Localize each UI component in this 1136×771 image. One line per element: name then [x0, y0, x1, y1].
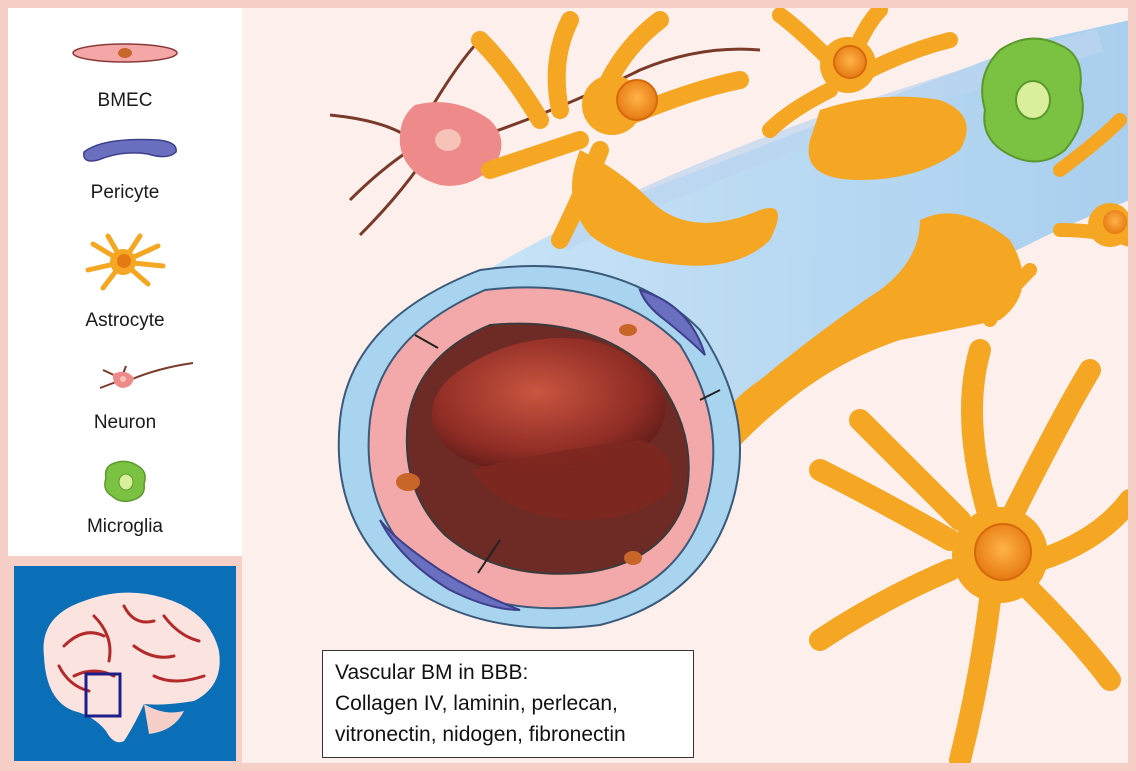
astrocyte-bottom-right — [820, 350, 1128, 760]
legend-item-astrocyte: Astrocyte — [8, 230, 242, 301]
brain-inset — [14, 566, 236, 761]
textbox-line-3: vitronectin, nidogen, fibronectin — [335, 719, 681, 750]
brain-icon — [14, 566, 236, 761]
legend-item-pericyte: Pericyte — [8, 132, 242, 173]
legend-item-bmec: BMEC — [8, 36, 242, 71]
legend-label-astrocyte: Astrocyte — [8, 310, 242, 332]
legend-label-neuron: Neuron — [8, 412, 242, 434]
legend-item-microglia: Microglia — [8, 456, 242, 509]
microglia-cell — [982, 39, 1083, 162]
legend-panel: BMEC Pericyte Astrocyte Neuron Microglia — [8, 8, 242, 556]
vascular-bm-textbox: Vascular BM in BBB: Collagen IV, laminin… — [322, 650, 694, 758]
legend-label-bmec: BMEC — [8, 90, 242, 112]
astrocyte-top-left — [480, 20, 778, 266]
legend-label-microglia: Microglia — [8, 516, 242, 538]
neuron-icon — [8, 358, 242, 398]
bmec-icon — [8, 36, 242, 66]
legend-item-neuron: Neuron — [8, 358, 242, 403]
legend-label-pericyte: Pericyte — [8, 182, 242, 204]
microglia-icon — [8, 456, 242, 504]
pericyte-icon — [8, 132, 242, 168]
textbox-line-1: Vascular BM in BBB: — [335, 657, 681, 688]
textbox-line-2: Collagen IV, laminin, perlecan, — [335, 688, 681, 719]
astrocyte-icon — [8, 230, 242, 296]
vessel-cross-section — [339, 266, 740, 628]
